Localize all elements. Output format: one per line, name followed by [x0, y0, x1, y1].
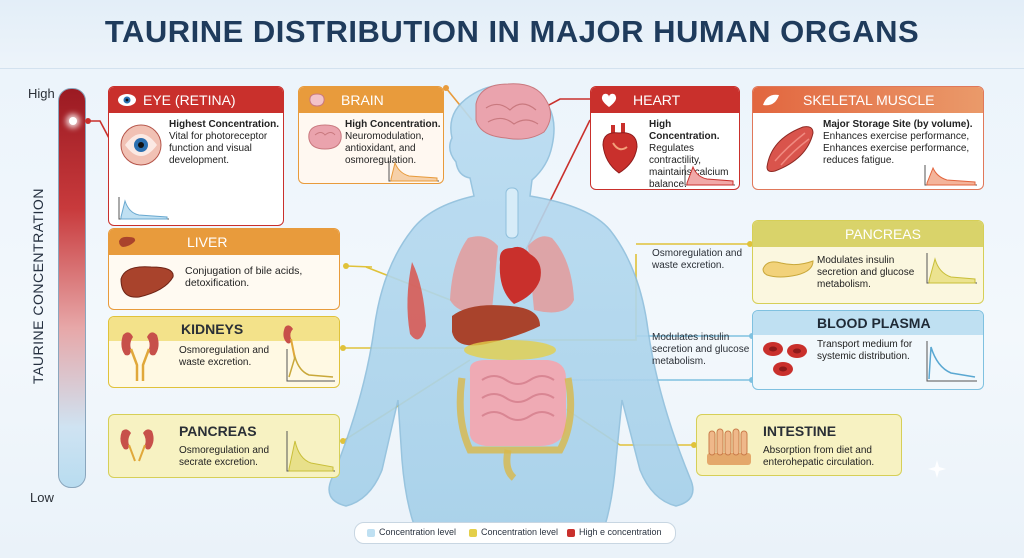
concentration-sparkline [684, 165, 735, 186]
card-brain: BRAIN High Concentration.Neuromodulation… [298, 86, 444, 184]
concentration-sparkline [118, 197, 169, 220]
pancreas-icon [762, 260, 814, 278]
legend-swatch [367, 529, 375, 537]
concentration-sparkline [924, 165, 977, 186]
kidney-illustration [283, 325, 296, 360]
note-osmoregulation: Osmoregulation and waste excretion. [652, 248, 743, 271]
eye-icon [118, 94, 136, 106]
concentration-sparkline [286, 431, 335, 472]
card-pancreas-right: PANCREAS Modulates insulin secretion and… [752, 220, 984, 304]
intestine-icon [707, 428, 751, 465]
card-pancreas-left: PANCREAS Osmoregulation and secrate excr… [108, 414, 340, 478]
card-text: Vital for photoreceptor function and vis… [169, 131, 268, 166]
card-title: HEART [633, 92, 681, 108]
note-insulin: Modulates insulin secretion and glucose … [652, 332, 750, 367]
card-text: Osmoregulation and secrate excretion. [179, 445, 270, 468]
card-title: BRAIN [341, 92, 384, 108]
card-kidneys: KIDNEYS Osmoregulation and waste excreti… [108, 316, 340, 388]
card-liver: LIVER Conjugation of bile acids, detoxif… [108, 228, 340, 310]
blood-cell-icon [763, 342, 807, 376]
card-lead: Major Storage Site (by volume). [823, 119, 973, 130]
muscle-icon [763, 94, 779, 106]
kidney-icon [120, 429, 154, 462]
concentration-sparkline [926, 253, 977, 284]
card-text: Enhances exercise performance, Enhances … [823, 131, 970, 166]
card-title: PANCREAS [845, 226, 921, 242]
legend-label: High e concentration [579, 527, 662, 537]
legend-label: Concentration level [481, 527, 559, 537]
title-band [0, 0, 1024, 69]
card-lead: High Concentration. [345, 119, 441, 130]
card-title: EYE (RETINA) [143, 92, 236, 108]
card-title: PANCREAS [179, 423, 257, 439]
sparkle-icon [928, 460, 946, 478]
card-intestine: INTESTINE Absorption from diet and enter… [696, 414, 902, 476]
card-title: SKELETAL MUSCLE [803, 92, 935, 108]
card-heart: HEART High Concentration.Regulates contr… [590, 86, 740, 190]
card-title: LIVER [187, 234, 228, 250]
card-text: Modulates insulin secretion and glucose … [817, 255, 915, 290]
scale-low-label: Low [30, 490, 54, 505]
card-text: Conjugation of bile acids, detoxificatio… [185, 265, 303, 289]
card-lead: Highest Concentration. [169, 119, 280, 130]
card-lead: High Concentration. [649, 119, 720, 142]
page-title: TAURINE DISTRIBUTION IN MAJOR HUMAN ORGA… [104, 14, 920, 49]
card-eye-retina: EYE (RETINA) Highest Concentration.Vital… [108, 86, 284, 226]
liver-icon [119, 236, 136, 247]
muscle-illustration [766, 126, 814, 172]
concentration-sparkline [926, 341, 977, 382]
card-text: Absorption from diet and enterohepatic c… [763, 445, 875, 468]
liver-illustration [120, 266, 174, 298]
concentration-sparkline [286, 349, 335, 382]
card-skeletal-muscle: SKELETAL MUSCLE Major Storage Site (by v… [752, 86, 984, 190]
legend-swatch [567, 529, 575, 537]
legend-swatch [469, 529, 477, 537]
kidney-icon [121, 332, 159, 381]
card-title: BLOOD PLASMA [817, 315, 931, 331]
heart-illustration [602, 123, 638, 174]
card-text: Neuromodulation, antioxidant, and osmore… [345, 131, 424, 166]
legend: Concentration level Concentration level … [354, 522, 676, 544]
card-blood-plasma: BLOOD PLASMA Transport medium for system… [752, 310, 984, 390]
card-text: Osmoregulation and waste excretion. [179, 345, 270, 368]
concentration-sparkline [388, 161, 439, 182]
scale-high-label: High [28, 86, 55, 101]
eye-illustration [120, 124, 162, 166]
card-title: INTESTINE [763, 423, 837, 439]
brain-icon [309, 93, 325, 107]
scale-marker [69, 117, 77, 125]
heart-icon [601, 93, 617, 107]
concentration-scale-bar [58, 88, 86, 488]
legend-label: Concentration level [379, 527, 457, 537]
brain-illustration [308, 124, 342, 150]
card-text: Regulates contractility, maintains calci… [649, 143, 729, 190]
card-text: Transport medium for systemic distributi… [817, 339, 913, 362]
card-title: KIDNEYS [181, 321, 244, 337]
